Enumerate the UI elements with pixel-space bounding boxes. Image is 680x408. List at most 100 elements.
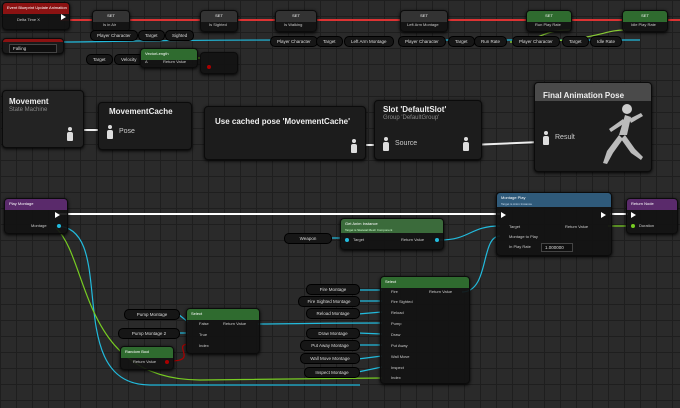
montage-play-rate: In Play Rate (509, 244, 531, 249)
exec-out-pin[interactable] (55, 212, 60, 218)
select-option-wall-move: Wall Move (391, 354, 410, 359)
exec-out-pin[interactable] (61, 14, 66, 20)
return-node-title: Return Node (631, 201, 654, 206)
var-player-character-1[interactable]: Player Character (90, 30, 138, 41)
set-title-6: SET (623, 11, 667, 22)
random-bool-node[interactable]: Random Bool Return Value (120, 346, 174, 370)
play-rate-input[interactable]: 1.000000 (541, 243, 573, 252)
movement-state-machine[interactable]: Movement State Machine (2, 90, 84, 148)
set-node-4[interactable]: SET Left Arm Montage (400, 10, 448, 32)
duration-pin[interactable] (631, 224, 635, 228)
exec-in-pin[interactable] (501, 212, 506, 218)
var-fire-sighted-montage[interactable]: Fire Sighted Montage (298, 296, 360, 307)
var-fire-montage[interactable]: Fire Montage (306, 284, 360, 295)
dropdown-select[interactable]: Falling (9, 44, 57, 53)
movement-subtitle: State Machine (9, 107, 48, 113)
select-option-inspect: Inspect (391, 365, 404, 370)
var-pump-montage[interactable]: Pump Montage (124, 309, 180, 320)
pose-pin-icon[interactable] (463, 137, 469, 151)
select-option-pump: Pump (391, 321, 402, 326)
set-pin-5: Run Play Rate (535, 22, 561, 27)
montage-play-target: Target (509, 224, 521, 229)
var-run-rate[interactable]: Run Rate (474, 36, 508, 47)
set-pin-6: Idle Play Rate (631, 22, 656, 27)
pose-pin-icon[interactable] (543, 131, 549, 145)
var-target-5[interactable]: Target (86, 54, 113, 65)
movement-cache-node[interactable]: MovementCache Pose (98, 102, 192, 150)
branch-node[interactable] (200, 52, 238, 74)
get-anim-out: Return Value (401, 237, 425, 242)
set-node-2[interactable]: SET Is Sighted (200, 10, 238, 32)
select-small-true: True (199, 332, 208, 337)
select-option-fire-sighted: Fire Sighted (391, 299, 413, 304)
enum-node[interactable]: Falling (2, 38, 64, 54)
var-idle-rate[interactable]: Idle Rate (590, 36, 623, 47)
montage-out-pin[interactable] (57, 224, 61, 228)
var-player-character-3[interactable]: Player Character (398, 36, 446, 47)
montage-play-montage: Montage to Play (509, 234, 538, 239)
set-node-1[interactable]: SET Is in Air (92, 10, 130, 32)
pose-pin-icon[interactable] (383, 137, 389, 151)
set-node-6[interactable]: SET Idle Play Rate (622, 10, 668, 32)
var-target-4[interactable]: Target (562, 36, 589, 47)
event-node[interactable]: Event Blueprint Update Animation Delta T… (2, 2, 70, 30)
select-main-node[interactable]: Select Return Value Fire Fire Sighted Re… (380, 276, 470, 384)
get-anim-subtitle: Target is Skeletal Mesh Component (345, 228, 393, 232)
var-wall-move-montage[interactable]: Wall Move Montage (300, 353, 360, 364)
var-inspect-montage[interactable]: Inspect Montage (304, 367, 360, 378)
var-player-character-2[interactable]: Player Character (270, 36, 318, 47)
set-title-1: SET (93, 11, 129, 22)
var-sighted[interactable]: Sighted (165, 30, 195, 41)
set-node-3[interactable]: SET Is Walking (275, 10, 317, 32)
set-node-5[interactable]: SET Run Play Rate (526, 10, 572, 32)
select-main-title: Select (385, 279, 397, 284)
select-small-node[interactable]: Select False Return Value True Index (186, 308, 260, 354)
pose-pin-icon[interactable] (67, 127, 73, 141)
vector-length-node[interactable]: VectorLength A Return Value (140, 48, 198, 68)
var-pump-montage-2[interactable]: Pump Montage 2 (118, 328, 180, 339)
var-put-away-montage[interactable]: Put Away Montage (300, 340, 360, 351)
select-main-header: Select (381, 277, 469, 288)
select-option-fire: Fire (391, 289, 398, 294)
var-reload-montage[interactable]: Reload Montage (306, 308, 360, 319)
var-draw-montage[interactable]: Draw Montage (306, 328, 360, 339)
return-node[interactable]: Return Node Duration (626, 198, 678, 234)
get-anim-target: Target (353, 237, 365, 242)
return-pin[interactable] (435, 238, 439, 242)
var-weapon[interactable]: Weapon (284, 233, 332, 244)
set-title-5: SET (527, 11, 571, 22)
slot-node[interactable]: Slot 'DefaultSlot' Group 'DefaultGroup' … (374, 100, 482, 160)
pose-pin-icon[interactable] (351, 139, 357, 153)
var-player-character-4[interactable]: Player Character (512, 36, 560, 47)
var-target-1[interactable]: Target (138, 30, 165, 41)
set-title-4: SET (401, 11, 447, 22)
get-anim-header: Get Anim Instance Target is Skeletal Mes… (341, 219, 443, 233)
slot-subtitle: Group 'DefaultGroup' (383, 115, 440, 121)
final-animation-pose-node[interactable]: Final Animation Pose Result (534, 82, 652, 172)
cache-title: MovementCache (109, 107, 173, 116)
movement-title: Movement (9, 97, 49, 106)
slot-title: Slot 'DefaultSlot' (383, 105, 447, 114)
pose-pin-icon[interactable] (107, 125, 113, 139)
running-mannequin-icon (603, 104, 643, 164)
bool-out-pin[interactable] (165, 360, 169, 364)
play-montage-title: Play Montage (9, 201, 34, 206)
montage-play-node[interactable]: Montage Play Target is Anim Instance Tar… (496, 192, 612, 256)
exec-in-pin[interactable] (631, 212, 636, 218)
set-pin-4: Left Arm Montage (407, 22, 439, 27)
get-anim-instance-node[interactable]: Get Anim Instance Target is Skeletal Mes… (340, 218, 444, 250)
var-left-arm-montage[interactable]: Left Arm Montage (344, 36, 394, 47)
exec-out-pin[interactable] (601, 212, 606, 218)
var-target-2[interactable]: Target (316, 36, 343, 47)
random-bool-header: Random Bool (121, 347, 173, 358)
wire-random-bool (169, 343, 191, 362)
play-montage-event[interactable]: Play Montage Montage (4, 198, 68, 234)
var-target-3[interactable]: Target (448, 36, 475, 47)
final-title: Final Animation Pose (543, 91, 625, 100)
branch-bool-pin[interactable] (207, 65, 211, 69)
target-pin[interactable] (345, 238, 349, 242)
random-bool-title: Random Bool (125, 349, 150, 354)
use-cached-pose-node[interactable]: Use cached pose 'MovementCache' (204, 106, 366, 160)
set-pin-2: Is Sighted (209, 22, 227, 27)
select-option-put-away: Put Away (391, 343, 408, 348)
